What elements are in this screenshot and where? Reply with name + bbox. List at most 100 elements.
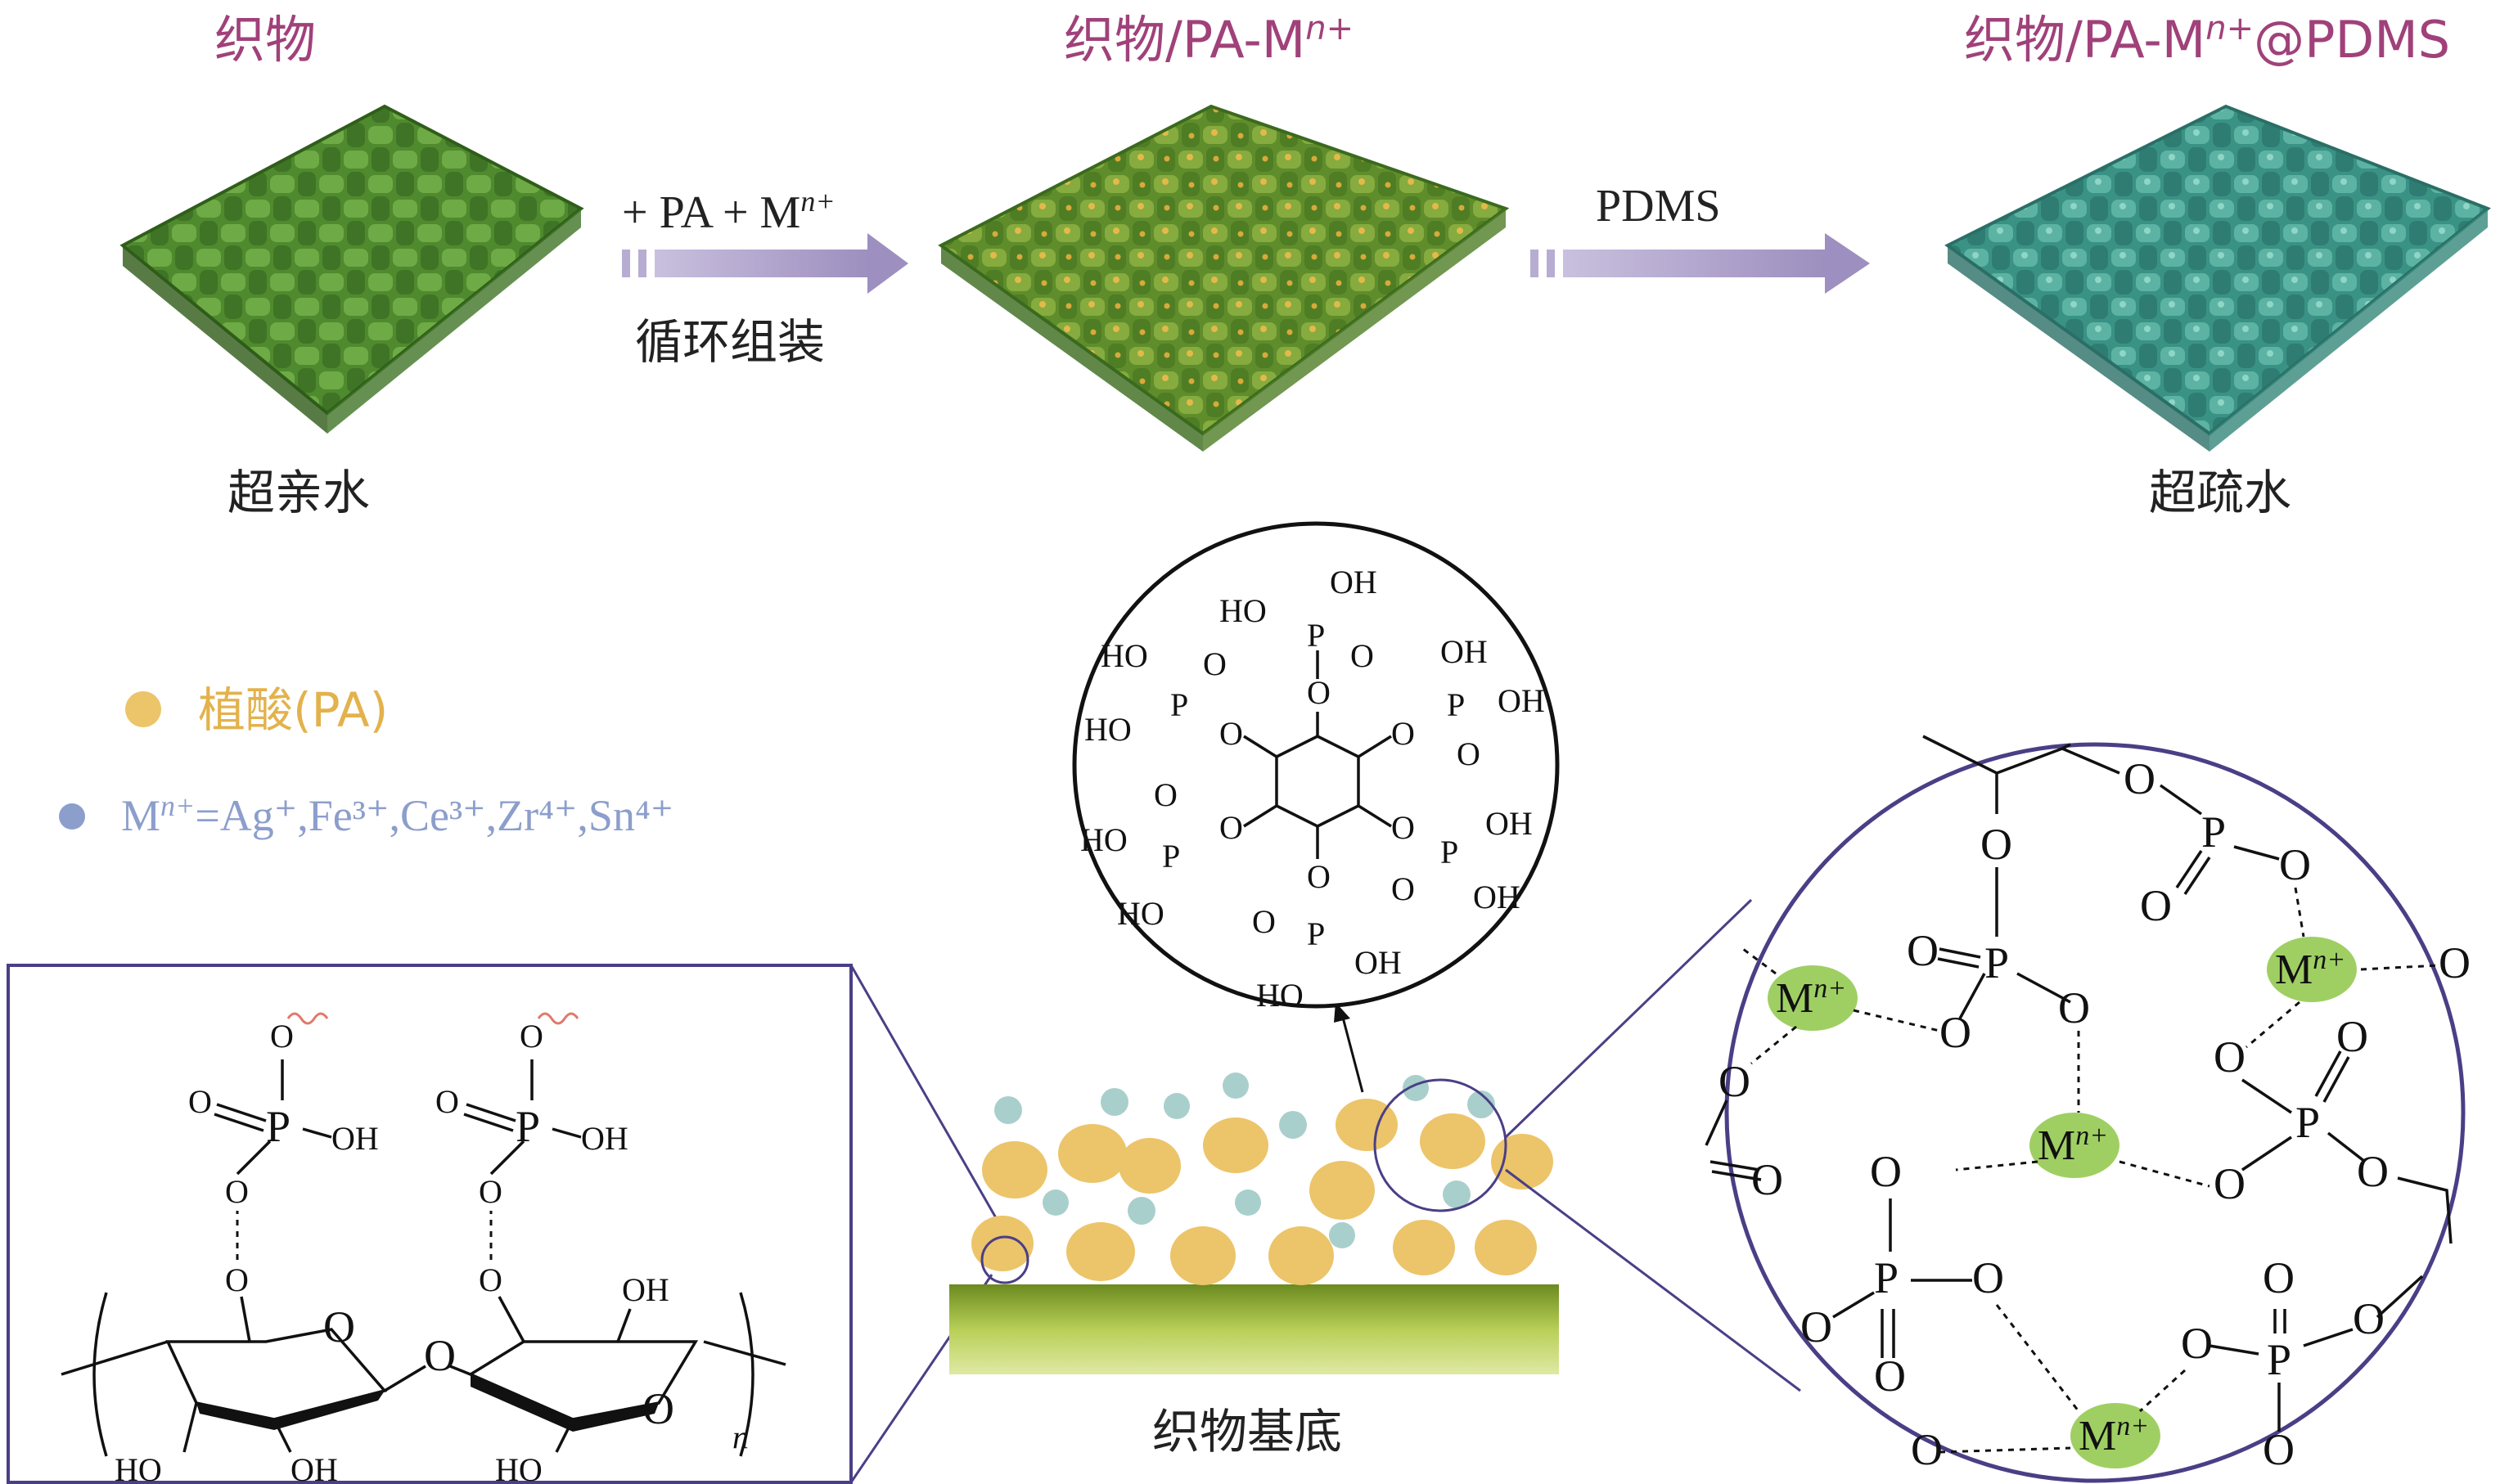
netF-dO: O <box>1751 1155 1783 1204</box>
netD-O1: O <box>1870 1147 1902 1196</box>
pa-dO-upleft: O <box>1203 645 1227 682</box>
fabric-substrate <box>949 1284 1559 1374</box>
pa-P-lowleft: P <box>1162 838 1180 875</box>
netC-O3: O <box>2357 1147 2389 1196</box>
phytic-acid-bubble: O P HO OH O O P OH OH O O P OH OH O O P … <box>1074 524 1557 1014</box>
netB-O2: O <box>2279 840 2311 889</box>
pa-HO-lowleft1: HO <box>1080 821 1128 858</box>
metal-network-bubble: Mn+ Mn+ Mn+ Mn+ O P O O O O <box>1706 736 2471 1481</box>
glycosidic-O: O <box>424 1331 456 1380</box>
netA-O2: O <box>1939 1008 1971 1057</box>
netA-dO: O <box>1907 926 1939 975</box>
pa-HO-lowleft2: HO <box>1117 895 1164 932</box>
pa-legend-dot <box>125 691 161 727</box>
netA-O3: O <box>2058 983 2090 1032</box>
chain2-O3: O <box>520 1018 543 1055</box>
chain2-doubleO: O <box>435 1083 459 1120</box>
pa-dO-lowleft: O <box>1154 776 1178 813</box>
chain2-P: P <box>516 1102 540 1151</box>
pa-OH-bottom: OH <box>1354 944 1402 981</box>
netD-dO: O <box>1874 1351 1906 1401</box>
pa-P-top: P <box>1307 617 1325 654</box>
netG-O1: O <box>1911 1425 1943 1474</box>
repeat-subscript: n <box>732 1419 749 1455</box>
arrow1-top-label: + PA + Mn+ <box>622 185 836 238</box>
cellulose-panel: n O O O HO OH HO OH O O P O OH O <box>8 965 1011 1484</box>
metal-legend-label: Mn+=Ag⁺,Fe³⁺,Ce³⁺,Zr⁴⁺,Sn⁴⁺ <box>121 789 673 840</box>
pa-HO-top: HO <box>1219 592 1267 629</box>
pa-OH-top: OH <box>1330 564 1377 600</box>
pa-O-upleft: O <box>1219 715 1243 752</box>
pa-O-lowright: O <box>1391 809 1415 846</box>
stage1-caption: 超亲水 <box>227 465 370 520</box>
chain1-doubleO: O <box>188 1083 212 1120</box>
metal-ion-2: Mn+ <box>2267 937 2357 1002</box>
netA-O1: O <box>1980 820 2012 869</box>
c-oh-1: HO <box>115 1451 162 1484</box>
fabric-pdms-coated <box>1948 106 2488 452</box>
chain1-OH: OH <box>331 1120 379 1157</box>
netE-O2: O <box>2353 1294 2385 1343</box>
netB-O3: O <box>2439 938 2471 987</box>
chain1-O2: O <box>225 1173 249 1210</box>
netA-P: P <box>1984 938 2009 987</box>
arrow1-bottom-label: 循环组装 <box>635 314 825 370</box>
pa-O-lowleft: O <box>1219 809 1243 846</box>
stage3-title: 织物/PA-Mn+@PDMS <box>1964 10 2450 70</box>
chain1-O3: O <box>270 1018 294 1055</box>
pa-dO-lowright: O <box>1391 870 1415 907</box>
pa-HO-upleft2: HO <box>1084 711 1132 748</box>
pa-P-bottom: P <box>1307 915 1325 952</box>
metal-ion-4: Mn+ <box>2070 1403 2160 1468</box>
netE-O3: O <box>2263 1425 2295 1474</box>
netC-P: P <box>2295 1098 2320 1147</box>
pa-P-upright: P <box>1447 686 1465 723</box>
fabric-pa-metal <box>941 106 1506 452</box>
pa-P-upleft: P <box>1170 686 1188 723</box>
netD-P: P <box>1874 1253 1899 1302</box>
pa-O-upright: O <box>1391 715 1415 752</box>
chain2-O2: O <box>479 1173 502 1210</box>
pa-P-lowright: P <box>1440 834 1458 870</box>
fabric-plain <box>123 106 581 434</box>
pa-dO-upright: O <box>1457 735 1480 772</box>
netB-dO: O <box>2140 881 2172 930</box>
substrate-label: 织物基底 <box>1152 1404 1342 1459</box>
netD-O3: O <box>1800 1302 1832 1351</box>
process-arrow-1 <box>622 233 908 294</box>
chain1-O1: O <box>225 1261 249 1298</box>
process-arrow-2 <box>1530 233 1870 294</box>
netC-O2: O <box>2214 1159 2245 1208</box>
stage1-title: 织物 <box>214 10 316 70</box>
metal-ion-1: Mn+ <box>1768 965 1858 1031</box>
arrow2-top-label: PDMS <box>1596 181 1721 232</box>
ring1-O: O <box>323 1302 355 1351</box>
netD-O2: O <box>1972 1253 2004 1302</box>
stage2-title: 织物/PA-Mn+ <box>1064 10 1354 70</box>
pa-legend-label: 植酸(PA) <box>198 682 388 738</box>
netE-P: P <box>2267 1335 2291 1384</box>
pa-dO-top: O <box>1350 637 1374 674</box>
netE-dO: O <box>2263 1253 2295 1302</box>
netC-O1: O <box>2214 1032 2245 1082</box>
c-oh-3: HO <box>495 1451 543 1484</box>
pa-O-top: O <box>1307 674 1331 711</box>
netE-O1: O <box>2181 1319 2213 1368</box>
pa-O-bottom: O <box>1307 858 1331 895</box>
ring2-O: O <box>642 1384 674 1433</box>
pa-HO-upleft1: HO <box>1101 637 1148 674</box>
pa-OH-upright1: OH <box>1440 633 1488 670</box>
netB-P: P <box>2201 807 2226 857</box>
metal-ion-3: Mn+ <box>2029 1113 2119 1178</box>
netB-O1: O <box>2124 754 2155 803</box>
netC-dO: O <box>2336 1012 2368 1061</box>
c-oh-4: OH <box>622 1271 669 1308</box>
pa-OH-upright2: OH <box>1498 682 1545 719</box>
netF-O1: O <box>1718 1057 1750 1106</box>
chain2-O1: O <box>479 1261 502 1298</box>
metal-legend-dot <box>59 803 85 830</box>
pa-dO-bottom: O <box>1252 903 1276 940</box>
pa-HO-bottom: HO <box>1256 977 1304 1014</box>
